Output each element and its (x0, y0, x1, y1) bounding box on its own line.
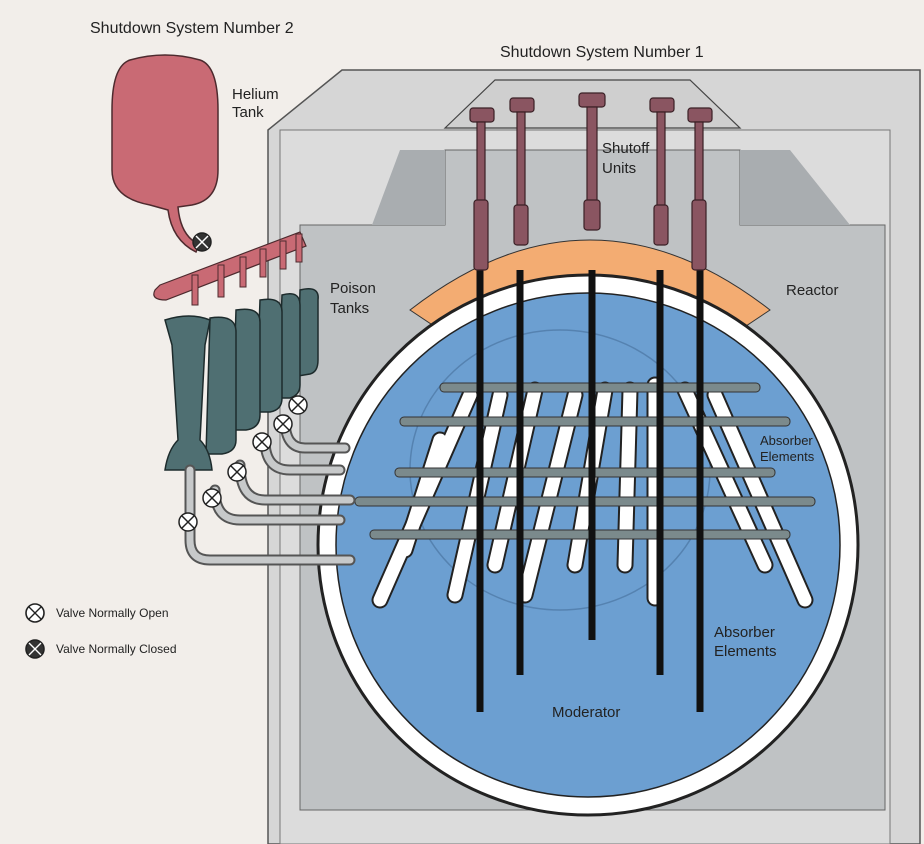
valve-open-1 (288, 395, 308, 415)
valve-open-2 (273, 414, 293, 434)
manifold-risers (191, 233, 303, 306)
poison-tanks (164, 288, 319, 471)
legend-open: Valve Normally Open (24, 602, 169, 624)
legend-closed: Valve Normally Closed (24, 638, 177, 660)
valve-closed-icon (25, 639, 45, 659)
shutoff-rods (476, 270, 704, 712)
valve-open-4 (227, 462, 247, 482)
label-moderator: Moderator (552, 704, 621, 721)
legend-open-label: Valve Normally Open (56, 606, 169, 620)
label-absorber-upper-1: Absorber (760, 433, 813, 448)
label-absorber-lower-1: Absorber (714, 624, 775, 641)
valves (178, 232, 308, 532)
label-sds2: Shutdown System Number 2 (90, 20, 294, 37)
label-helium-tank-1: Helium (232, 86, 279, 103)
vault-left-shelf (372, 150, 445, 225)
valve-open-5 (202, 488, 222, 508)
label-absorber-upper-2: Elements (760, 449, 815, 464)
helium-tank (111, 54, 219, 254)
label-reactor: Reactor (786, 282, 839, 299)
vault-right-shelf (740, 150, 850, 225)
label-poison-tanks-2: Tanks (330, 300, 370, 317)
label-sds1: Shutdown System Number 1 (500, 44, 704, 61)
valve-open-icon (25, 603, 45, 623)
helium-valve-closed (192, 232, 212, 252)
label-shutoff-units-2: Units (602, 160, 637, 177)
label-absorber-lower-2: Elements (714, 643, 777, 660)
label-poison-tanks-1: Poison (330, 280, 376, 297)
shutoff-units (469, 92, 713, 271)
valve-open-3 (252, 432, 272, 452)
label-shutoff-units-1: Shutoff (602, 140, 650, 157)
legend-closed-label: Valve Normally Closed (56, 642, 177, 656)
label-helium-tank-2: Tank (232, 104, 264, 121)
valve-open-6 (178, 512, 198, 532)
